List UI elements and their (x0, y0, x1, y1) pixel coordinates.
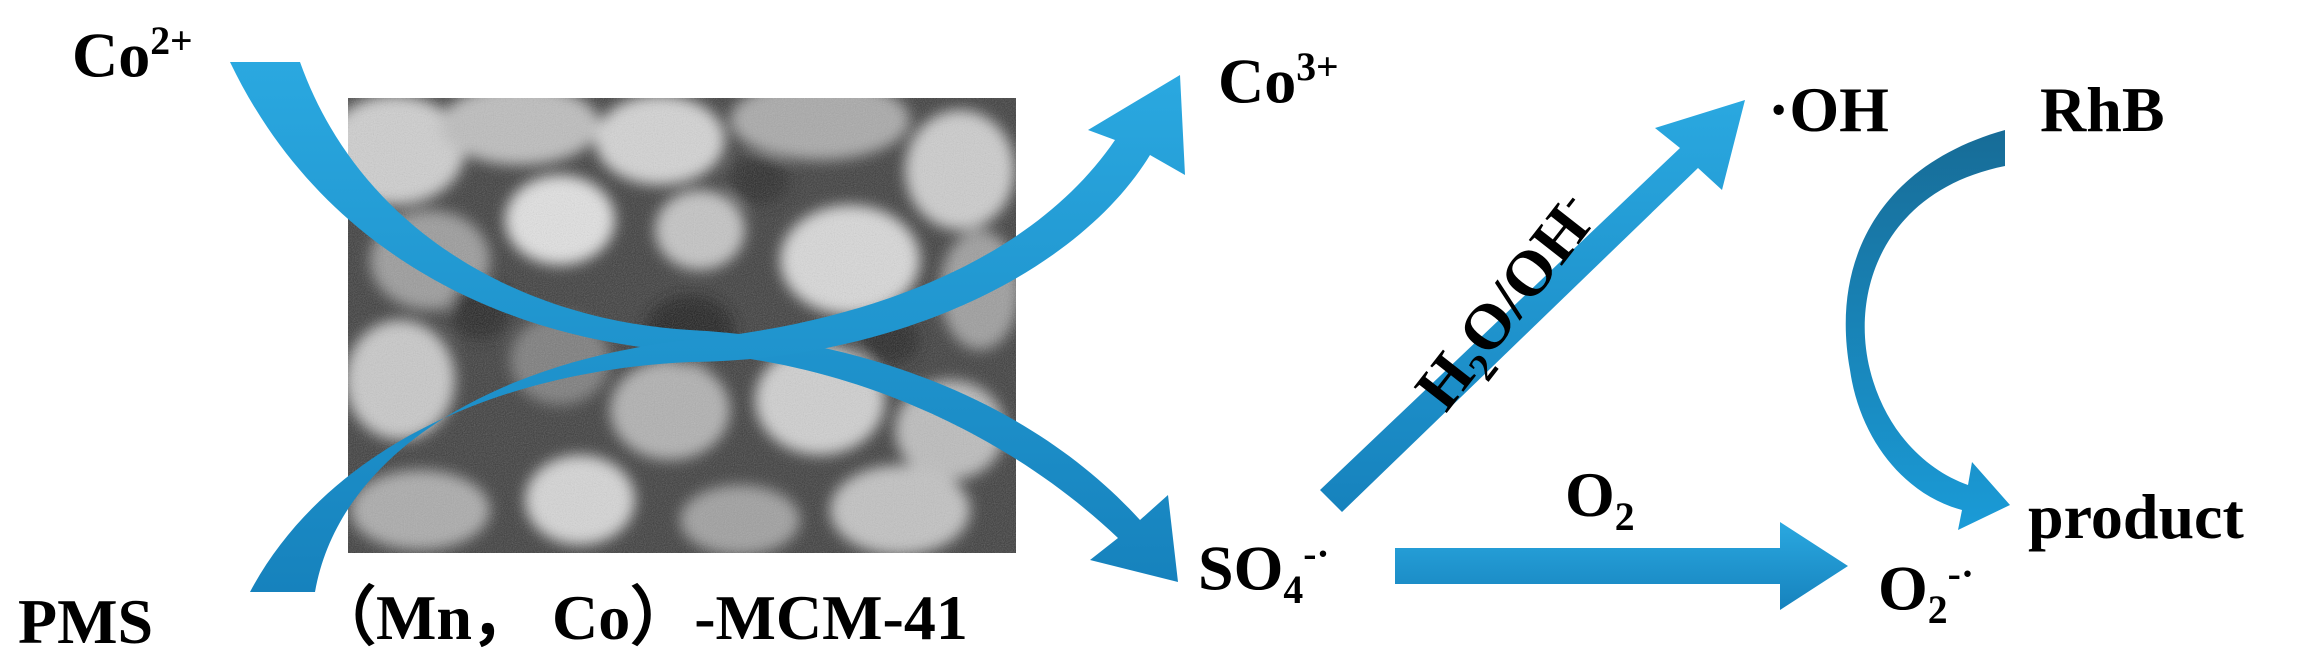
co2-label-base: Co (72, 19, 151, 91)
o2rad-charge: -· (1947, 552, 1975, 596)
pms-label: PMS (18, 586, 154, 657)
so4-subscript: 4 (1283, 568, 1304, 613)
rhb-label: RhB (2040, 74, 2165, 145)
co2-label: Co2+ (72, 19, 193, 91)
co2-label-charge: 2+ (150, 19, 193, 63)
so4-base: SO (1198, 532, 1284, 604)
hydroxyl-radical-label: ·OH (1768, 74, 1889, 145)
o2rad-subscript: 2 (1927, 588, 1948, 633)
o2-label: O2 (1565, 463, 1635, 537)
sem-micrograph-image (348, 98, 1016, 553)
so4-to-o2-arrow (1395, 522, 1848, 610)
o2-base: O (1565, 459, 1615, 530)
co3-label-base: Co (1218, 45, 1297, 117)
catalyst-label: （Mn， Co）-MCM-41 (312, 582, 968, 653)
o2rad-base: O (1878, 552, 1928, 624)
so4-to-oh-arrow (1320, 100, 1745, 512)
so4-charge: -· (1303, 532, 1330, 576)
co3-label: Co3+ (1218, 45, 1339, 117)
superoxide-radical-label: O2-· (1878, 552, 1975, 633)
o2-subscript: 2 (1614, 494, 1635, 539)
product-label: product (2028, 481, 2244, 552)
rhb-to-product-arrow (1845, 130, 2010, 530)
so4-radical-label: SO4-· (1198, 532, 1330, 613)
co3-label-charge: 3+ (1296, 45, 1339, 89)
